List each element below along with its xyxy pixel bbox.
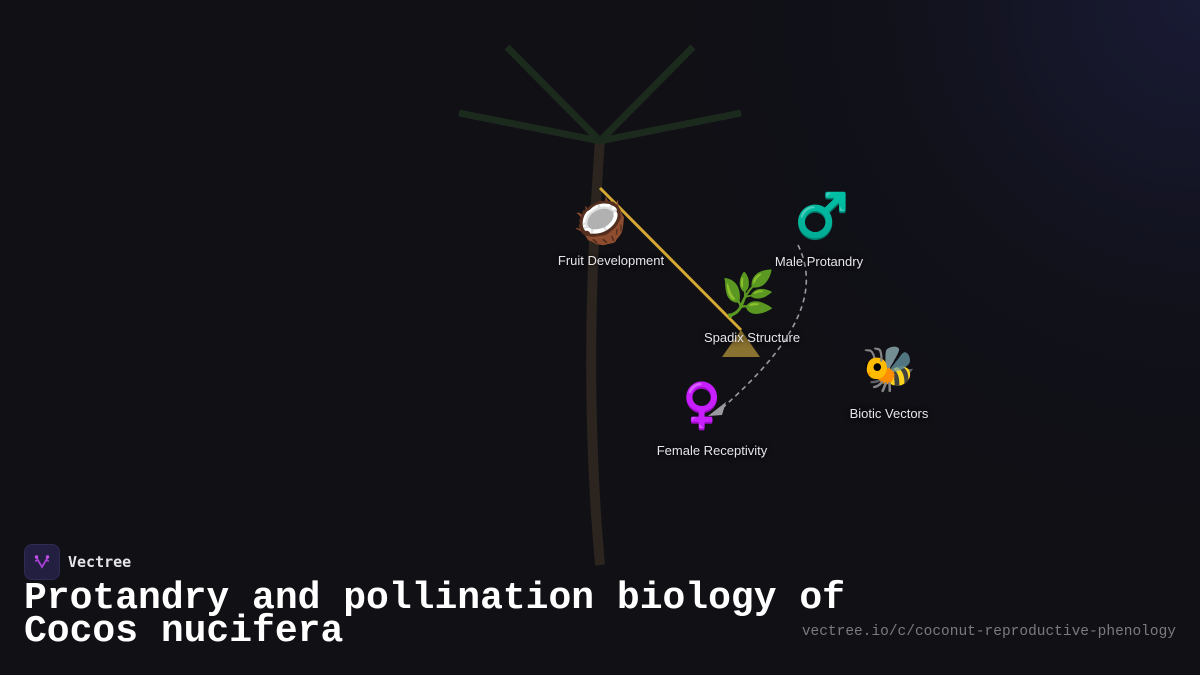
spadix-marker xyxy=(722,330,760,357)
palm-trunk xyxy=(586,139,605,566)
node-label: Female Receptivity xyxy=(656,443,768,458)
title-line-1: Protandry and pollination biology of xyxy=(24,577,845,620)
node-label: Biotic Vectors xyxy=(849,406,929,421)
coconut-icon: 🥥 xyxy=(572,197,628,246)
arrowhead-icon xyxy=(708,402,726,416)
node-male-protandry[interactable]: ♂️ Male Protandry xyxy=(775,192,863,269)
brand-name: Vectree xyxy=(68,553,132,571)
edge-fruit-spadix xyxy=(598,186,743,332)
male-sign-icon: ♂️ xyxy=(794,192,850,241)
node-biotic-vectors[interactable]: 🐝 Biotic Vectors xyxy=(850,345,929,421)
herb-icon: 🌿 xyxy=(720,270,776,319)
node-spadix-structure[interactable]: 🌿 Spadix Structure xyxy=(696,270,800,345)
palm-fronds xyxy=(458,44,742,145)
page-url-link[interactable]: vectree.io/c/coconut-reproductive-phenol… xyxy=(801,624,1176,640)
page-title: Protandry and pollination biology of Coc… xyxy=(24,577,845,653)
female-sign-icon: ♀️ xyxy=(674,382,730,431)
bee-icon: 🐝 xyxy=(861,345,917,394)
brand: Vectree xyxy=(24,544,131,580)
edge-male-female xyxy=(719,244,808,411)
node-female-receptivity[interactable]: ♀️ Female Receptivity xyxy=(637,382,768,458)
vectree-logo-icon xyxy=(24,544,60,580)
title-line-2: Cocos nucifera xyxy=(24,610,344,653)
node-label: Spadix Structure xyxy=(703,330,801,345)
node-fruit-development[interactable]: 🥥 Fruit Development xyxy=(536,197,664,268)
node-label: Fruit Development xyxy=(557,253,665,268)
node-label: Male Protandry xyxy=(774,254,864,269)
